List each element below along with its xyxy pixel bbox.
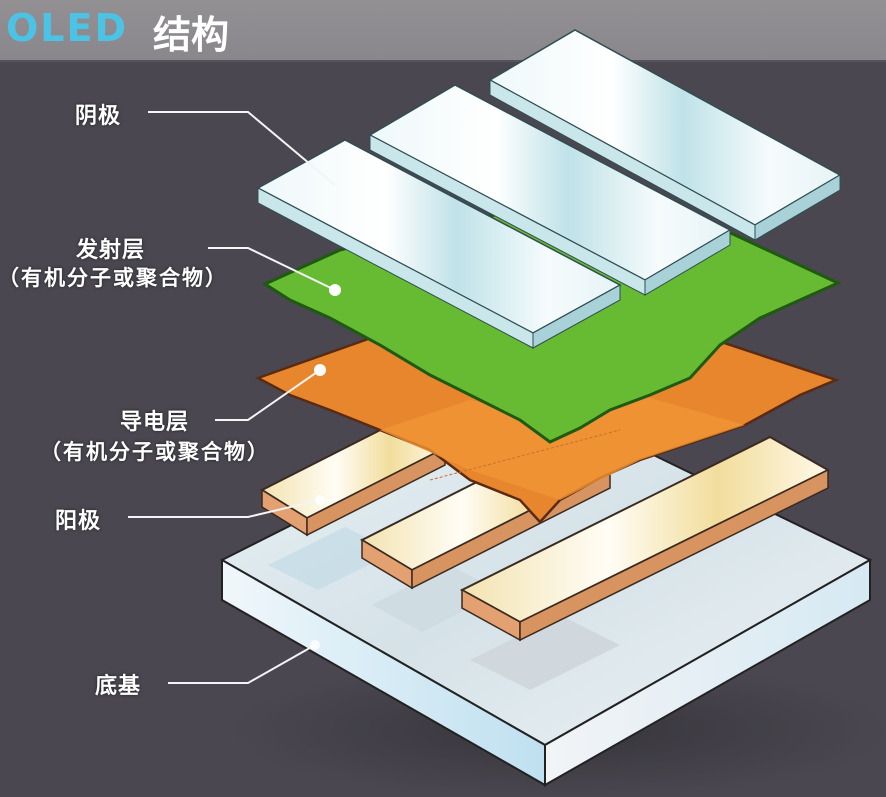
- label-emissive-sub: （有机分子或聚合物）: [0, 266, 228, 290]
- cathode-leader: [148, 111, 336, 186]
- title-structure: 结构: [153, 13, 230, 57]
- label-substrate: 底基: [95, 674, 142, 699]
- title-bar: OLED 结构: [0, 0, 886, 62]
- label-anode: 阳极: [55, 509, 102, 534]
- substrate-leader: [168, 644, 316, 684]
- conductive-leader: [215, 369, 321, 421]
- cathode-layer: [256, 29, 842, 349]
- emissive-leader: [208, 247, 336, 291]
- leader-dots: [310, 284, 341, 650]
- anode-leader: [128, 499, 321, 518]
- label-conductive-sub: （有机分子或聚合物）: [40, 440, 270, 464]
- label-conductive: 导电层: [120, 410, 190, 435]
- title-oled: OLED: [6, 6, 129, 50]
- leader-lines: [128, 111, 336, 684]
- label-emissive: 发射层: [76, 238, 146, 263]
- label-cathode: 阴极: [75, 104, 122, 129]
